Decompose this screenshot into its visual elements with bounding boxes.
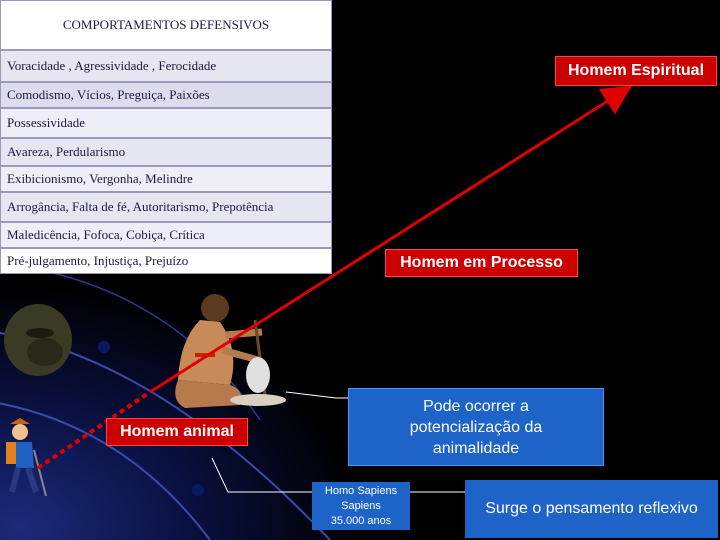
- evolution-arrow: [149, 85, 633, 394]
- table-header: COMPORTAMENTOS DEFENSIVOS: [0, 0, 332, 50]
- homem-animal-label: Homem animal: [106, 418, 248, 446]
- connector-line: [211, 457, 312, 493]
- connector-line: [285, 391, 348, 399]
- table-row: Arrogância, Falta de fé, Autoritarismo, …: [0, 192, 332, 222]
- hiker-icon: [6, 418, 47, 497]
- orbit-dot: [192, 484, 204, 496]
- table-row: Voracidade , Agressividade , Ferocidade: [0, 50, 332, 82]
- homo-sapiens-box: Homo Sapiens Sapiens 35.000 anos: [312, 482, 410, 530]
- table-row: Avareza, Perdularismo: [0, 138, 332, 166]
- table-row: Maledicência, Fofoca, Cobiça, Crítica: [0, 222, 332, 248]
- potencializacao-box: Pode ocorrer a potencialização da animal…: [348, 388, 604, 466]
- table-row: Exibicionismo, Vergonha, Melindre: [0, 166, 332, 192]
- homem-espiritual-label: Homem Espiritual: [555, 56, 717, 86]
- orbit-dot: [64, 449, 76, 461]
- gorilla-icon: [4, 304, 72, 376]
- homem-em-processo-label: Homem em Processo: [385, 249, 578, 277]
- primitive-man-icon: [175, 294, 286, 408]
- orbit-dot: [98, 341, 110, 353]
- pensamento-reflexivo-box: Surge o pensamento reflexivo: [465, 480, 718, 538]
- table-row: Comodismo, Vícios, Preguiça, Paixões: [0, 82, 332, 108]
- table-row: Pré-julgamento, Injustiça, Prejuízo: [0, 248, 332, 274]
- dashed-arrow-segment: [36, 390, 152, 470]
- table-row: Possessividade: [0, 108, 332, 138]
